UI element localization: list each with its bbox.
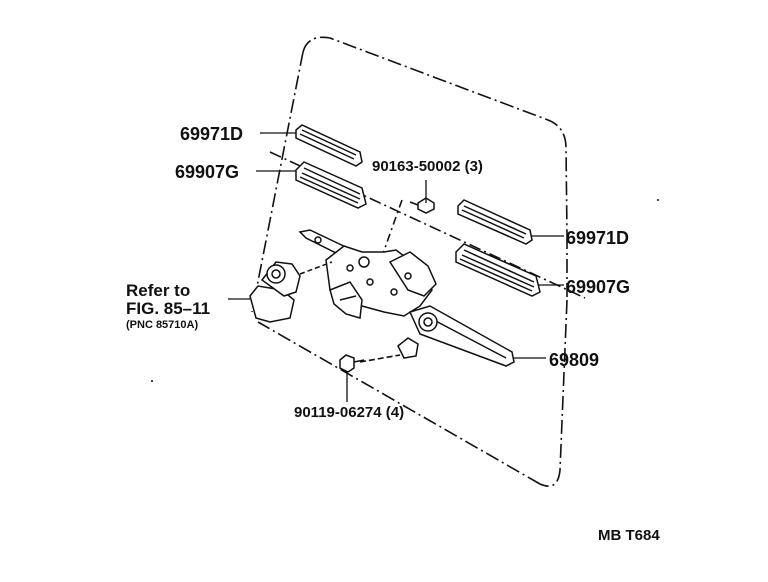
callout-bolt-90119: 90119-06274 (4) [294, 404, 405, 421]
callout-bolt-90163: 90163-50002 (3) [372, 158, 483, 175]
reference-line-3: (PNC 85710A) [126, 319, 199, 331]
regulator-motor [249, 261, 333, 323]
reference-line-1: Refer to [126, 281, 191, 300]
callout-69809: 69809 [549, 350, 600, 370]
run-channel-69907G-upper [295, 161, 367, 209]
run-channel-69971D-upper [295, 124, 363, 167]
window-regulator-69809 [298, 229, 515, 367]
callout-69971D-upper: 69971D [180, 124, 244, 144]
scan-specks [151, 199, 659, 382]
callout-69971D-right: 69971D [566, 228, 630, 248]
run-channel-69907G-right [455, 243, 541, 297]
callout-69907G-upper: 69907G [175, 162, 240, 182]
run-channel-69971D-right [457, 199, 533, 245]
figure-code: MB T684 [598, 527, 660, 544]
leader-lines [228, 132, 564, 402]
bolt-90163-icon [409, 197, 435, 214]
callout-69907G-right: 69907G [566, 277, 631, 297]
bolt-90119-icon [339, 354, 365, 373]
reference-line-2: FIG. 85–11 [126, 299, 211, 318]
